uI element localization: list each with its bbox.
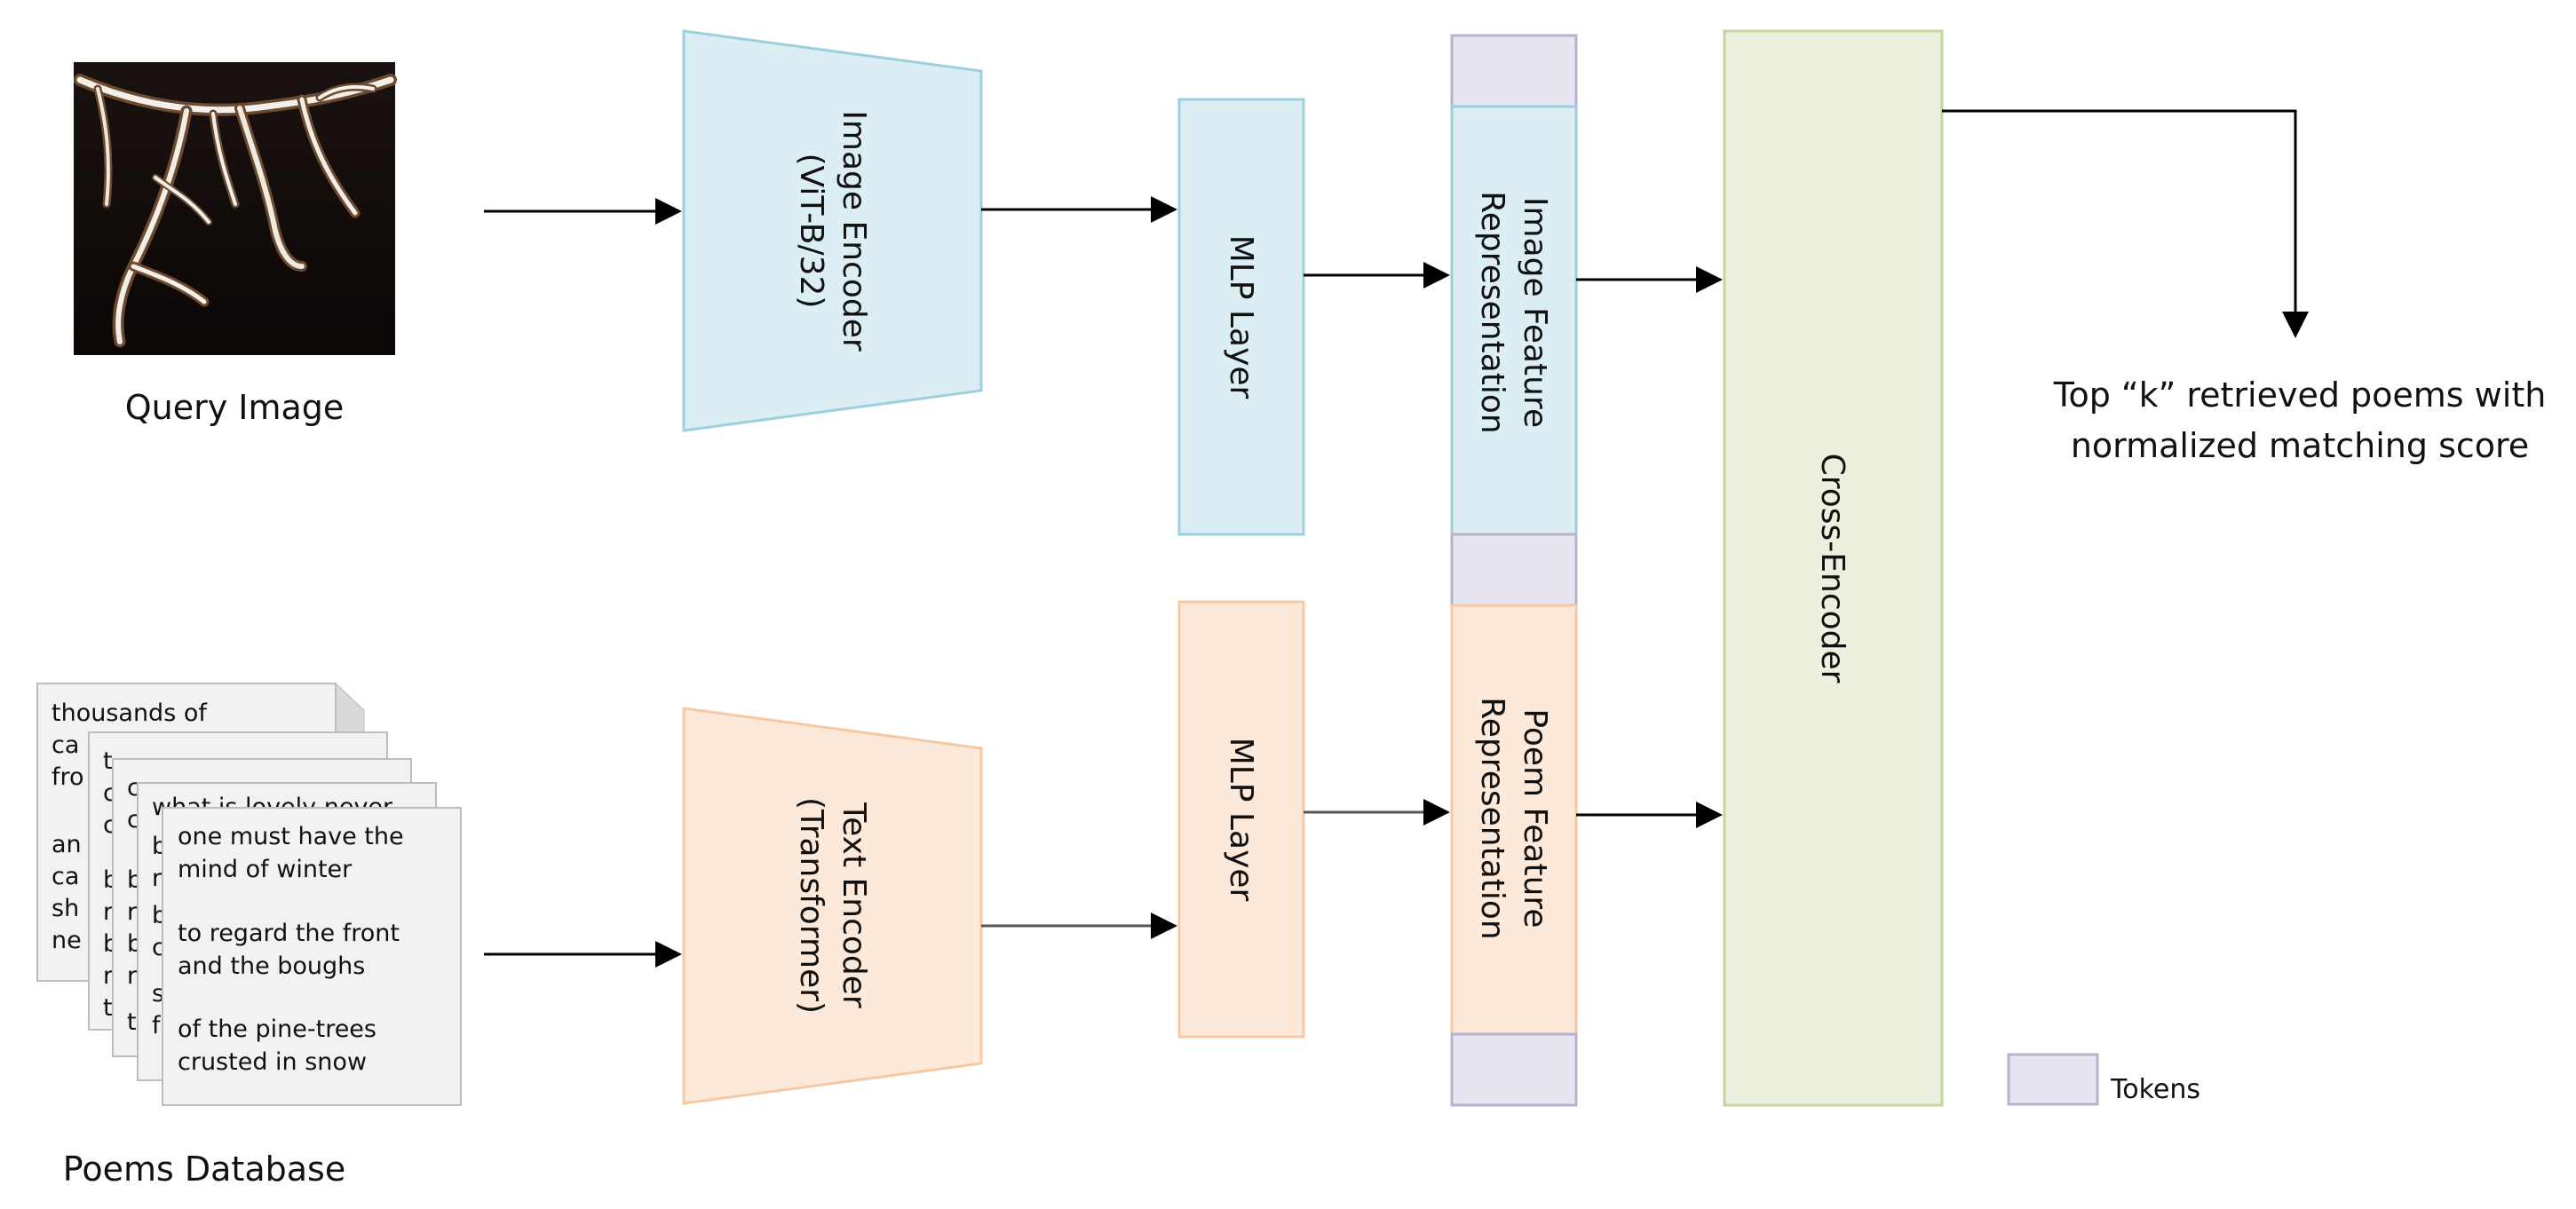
legend-tokens-label: Tokens [2110, 1074, 2200, 1105]
poem-front-line-2: mind of winter [178, 856, 353, 883]
poem-front-line-1: one must have the [178, 823, 404, 850]
poem-feature-subtitle: Representation [1474, 697, 1510, 939]
mlp-layer-top-label: MLP Layer [1223, 235, 1259, 399]
poem-card-2-line-8: t [103, 994, 113, 1022]
image-feature-representation [1450, 105, 1578, 536]
cross-encoder: Cross-Encoder [1723, 29, 1944, 1107]
query-image-caption: Query Image [125, 388, 345, 427]
query-image [74, 62, 397, 355]
poem-card-1-line-2: ca [52, 731, 79, 759]
token-top [1450, 34, 1578, 108]
poem-card-1-line-1: thousands of [52, 699, 208, 727]
poem-card-3-line-4: r [127, 898, 138, 926]
poem-front-line-4: and the boughs [178, 952, 365, 980]
poem-card-2-line-5: r [103, 898, 114, 926]
poem-card-1-line-7: ne [52, 927, 82, 954]
image-feature-subtitle: Representation [1474, 191, 1510, 433]
image-encoder-model: (ViT-B/32) [793, 154, 829, 309]
poem-card-1-line-4: an [52, 831, 82, 858]
feature-column: Image Feature Representation Poem Featur… [1450, 34, 1578, 1107]
image-feature-title: Image Feature [1517, 197, 1553, 428]
poem-card-3-line-7: t [127, 1008, 137, 1036]
poems-database-caption: Poems Database [63, 1150, 345, 1189]
poem-card-1-line-6: sh [52, 895, 79, 922]
poem-card-1-line-3: fro [52, 763, 84, 791]
poem-card-2-line-1: t [103, 747, 113, 775]
legend: Tokens [2007, 1053, 2200, 1106]
arrows [484, 109, 2309, 968]
output-line-2: normalized matching score [2071, 426, 2529, 465]
branch-illustration [74, 74, 397, 348]
arrow-cross-to-output [1942, 109, 2309, 338]
poem-card-4-line-3: r [152, 865, 162, 892]
text-encoder-title: Text Encoder [836, 802, 872, 1008]
poem-feature-title: Poem Feature [1517, 708, 1553, 928]
poem-front-line-5: of the pine-trees [178, 1015, 376, 1043]
token-bottom [1450, 1032, 1578, 1107]
mlp-layer-bottom-label: MLP Layer [1223, 738, 1259, 902]
output-line-1: Top “k” retrieved poems with [2053, 375, 2547, 415]
mlp-layer-top: MLP Layer [1177, 98, 1305, 536]
image-encoder-title: Image Encoder [836, 110, 872, 352]
poem-card-4-line-7: f [152, 1012, 162, 1039]
mlp-layer-bottom: MLP Layer [1177, 600, 1305, 1039]
text-encoder-model: (Transformer) [793, 797, 829, 1014]
poem-card-1-line-5: ca [52, 863, 79, 890]
poem-front-line-6: crusted in snow [178, 1048, 367, 1076]
poem-card-stack: thousands of ca fro an ca sh ne t c c b … [36, 682, 462, 1106]
image-encoder: Image Encoder (ViT-B/32) [682, 29, 983, 432]
poem-card-2-line-7: r [103, 962, 114, 990]
poem-card-3-line-6: r [127, 962, 138, 990]
poem-card-4-line-6: s [152, 980, 164, 1008]
token-middle [1450, 533, 1578, 607]
legend-token-swatch [2007, 1053, 2099, 1106]
cross-encoder-label: Cross-Encoder [1814, 454, 1851, 684]
poem-front-line-3: to regard the front [178, 920, 400, 947]
text-encoder: Text Encoder (Transformer) [682, 707, 983, 1105]
poem-card-front: one must have the mind of winter to rega… [162, 807, 462, 1106]
poem-feature-representation [1450, 604, 1578, 1036]
